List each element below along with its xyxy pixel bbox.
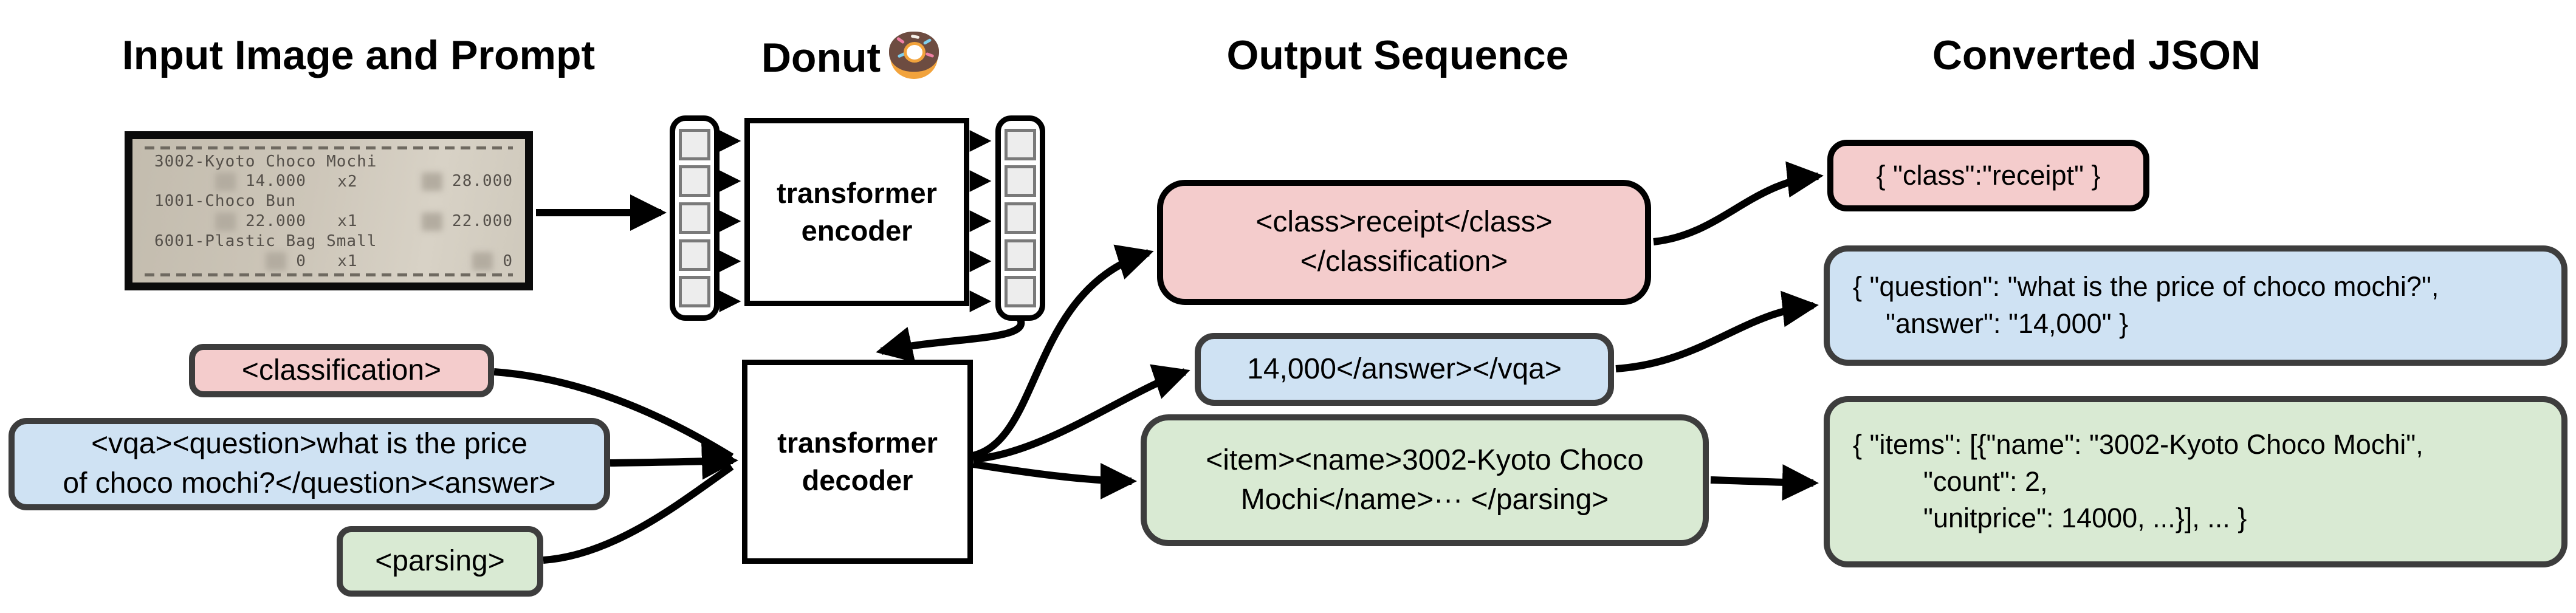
receipt-item-prices: 22.000 x1 22.000	[141, 212, 517, 231]
receipt-divider-top	[145, 146, 513, 149]
transformer-decoder-block: transformer decoder	[742, 360, 973, 564]
receipt-item-name: 3002-Kyoto Choco Mochi	[154, 152, 377, 171]
model-section-title: Donut	[717, 32, 984, 81]
patch-column-output	[995, 115, 1045, 321]
receipt-item-prices: 14.000 x2 28.000	[141, 172, 517, 191]
prompt-vqa-box: <vqa><question>what is the price of choc…	[9, 418, 610, 510]
redaction-blur	[422, 212, 443, 231]
output-vqa-box: 14,000</answer></vqa>	[1195, 333, 1614, 406]
receipt-image: 3002-Kyoto Choco Mochi 14.000 x2 28.000 …	[125, 131, 533, 290]
receipt-item-name: 6001-Plastic Bag Small	[154, 232, 377, 251]
output-parsing-box: <item><name>3002-Kyoto Choco Mochi</name…	[1141, 414, 1709, 546]
patch-column-input	[670, 115, 720, 321]
json-classification-box: { "class":"receipt" }	[1827, 140, 2149, 211]
receipt-item-prices: 0 x1 0	[141, 252, 517, 271]
patch-cell	[679, 165, 710, 197]
input-section-title: Input Image and Prompt	[122, 32, 596, 78]
output-classification-box: <class>receipt</class> </classification>	[1157, 180, 1651, 305]
redaction-blur	[215, 172, 236, 191]
json-vqa-box: { "question": "what is the price of choc…	[1824, 245, 2567, 366]
patch-cell	[1005, 202, 1036, 234]
patch-cell	[1005, 239, 1036, 271]
json-section-title: Converted JSON	[1932, 32, 2261, 78]
redaction-blur	[215, 212, 236, 231]
receipt-item-name: 1001-Choco Bun	[154, 192, 297, 211]
receipt-divider-bottom	[145, 273, 513, 276]
patch-cell	[1005, 128, 1036, 160]
patch-cell	[679, 128, 710, 160]
patch-cell	[1005, 165, 1036, 197]
redaction-blur	[472, 252, 493, 271]
donut-emoji-icon	[889, 32, 940, 80]
redaction-blur	[422, 172, 443, 191]
patch-cell	[679, 239, 710, 271]
patch-cell	[1005, 276, 1036, 308]
patch-cell	[679, 202, 710, 234]
model-title-text: Donut	[761, 35, 881, 81]
output-section-title: Output Sequence	[1226, 32, 1569, 78]
transformer-encoder-block: transformer encoder	[744, 118, 969, 306]
prompt-classification-box: <classification>	[189, 344, 494, 397]
patch-cell	[679, 276, 710, 308]
prompt-parsing-box: <parsing>	[337, 526, 543, 597]
redaction-blur	[266, 252, 287, 271]
json-parsing-box: { "items": [{"name": "3002-Kyoto Choco M…	[1824, 396, 2567, 567]
